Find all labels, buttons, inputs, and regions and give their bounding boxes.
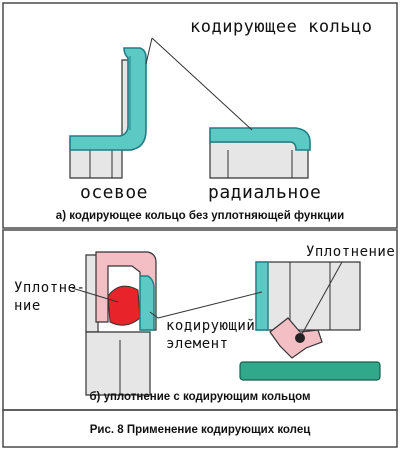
label-seal-left-line1: Уплотне- — [14, 280, 85, 296]
leader-line-axial — [145, 37, 153, 65]
shaft-base — [239, 361, 381, 381]
figure-caption: Рис. 8 Применение кодирующих колец — [90, 424, 311, 436]
caption-panel-a: а) кодирующее кольцо без уплотняющей фун… — [56, 210, 344, 222]
leader-coding-right — [157, 291, 263, 319]
leader-coding-left — [149, 311, 159, 319]
label-radial: радиальное — [208, 182, 321, 203]
right-seal-drawing — [239, 261, 381, 381]
radial-coding-ring — [209, 127, 311, 151]
right-seal-oring — [295, 333, 305, 343]
axial-coding-ring — [69, 47, 147, 151]
caption-panel-b: б) уплотнение с кодирующим кольцом — [89, 391, 310, 403]
panel-a-frame — [2, 2, 398, 229]
left-seal-drawing — [85, 251, 157, 396]
leader-seal-left — [71, 287, 119, 303]
label-seal-right: Уплотнение — [306, 244, 395, 260]
label-seal-left-line2: ние — [14, 298, 41, 314]
label-axial: осевое — [80, 182, 148, 203]
left-coding-element — [139, 275, 155, 331]
label-coding-element-line1: кодирующий — [166, 318, 255, 334]
left-seal-core — [107, 285, 141, 326]
label-coding-element-line2: элемент — [166, 336, 229, 352]
right-coding-element — [255, 261, 269, 331]
axial-ring-drawing — [69, 47, 147, 179]
label-coding-ring: кодирующее кольцо — [190, 17, 373, 37]
caption-frame — [2, 409, 398, 448]
leader-line-radial — [151, 37, 253, 131]
radial-ring-drawing — [209, 127, 311, 179]
leader-seal-right — [301, 261, 343, 335]
